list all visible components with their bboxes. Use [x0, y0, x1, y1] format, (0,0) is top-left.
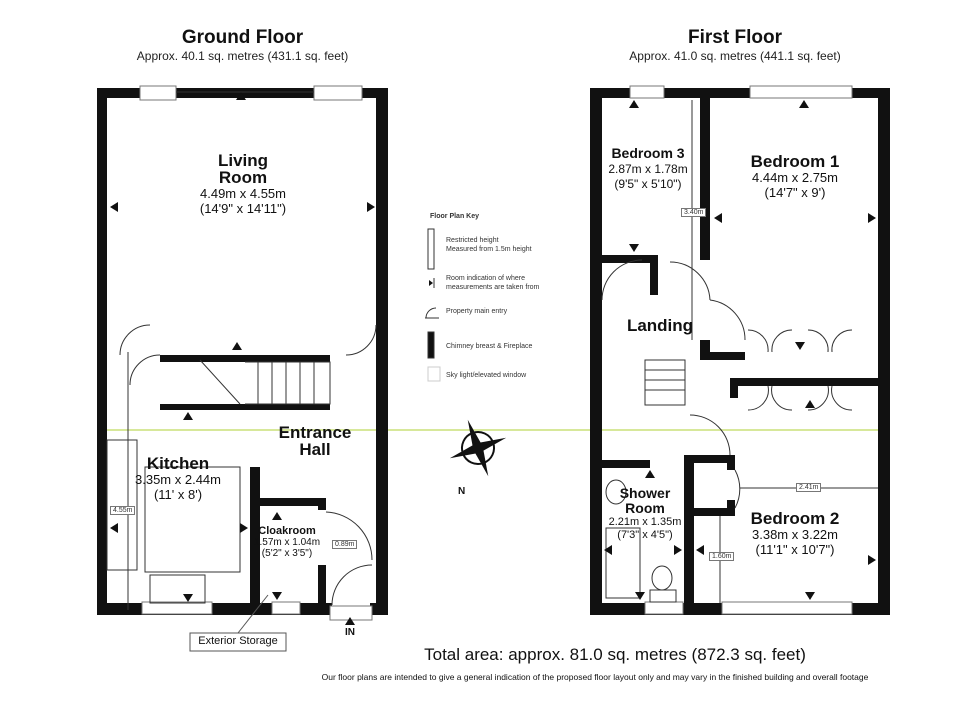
window [141, 601, 213, 615]
key-item-skylight: Sky light/elevated window [446, 372, 527, 379]
first-floor-title: First Floor [688, 27, 782, 48]
ground-floor-area: Approx. 40.1 sq. metres (431.1 sq. feet) [136, 49, 349, 63]
compass-north-label: N [458, 486, 466, 497]
bed2-width-tag: 2.41m [796, 483, 822, 492]
entry-door-frame [329, 605, 373, 621]
entry-label: IN [345, 627, 355, 638]
room-entrance-hall: Entrance Hall [278, 423, 352, 459]
room-kitchen: Kitchen 3.35m x 2.44m (11' x 8') [135, 454, 221, 502]
disclaimer: Our floor plans are intended to give a g… [321, 672, 869, 682]
room-living: Living Room 4.49m x 4.55m (14'9" x 14'11… [199, 151, 287, 216]
window [313, 85, 363, 101]
room-shower: Shower Room 2.21m x 1.35m (7'3" x 4'5") [608, 485, 682, 542]
window [271, 601, 301, 615]
skylight-icon [427, 366, 441, 382]
room-cloakroom: Cloakroom 1.57m x 1.04m (5'2" x 3'5") [253, 525, 321, 559]
key-item-entry: Property main entry [446, 308, 508, 315]
key-title: Floor Plan Key [430, 213, 480, 220]
bed3-height-tag: 3.40m [681, 208, 707, 217]
room-bedroom-1: Bedroom 1 4.44m x 2.75m (14'7" x 9') [750, 152, 840, 200]
kitchen-height-tag: 4.55m [110, 506, 136, 515]
measurement-arrows-first [604, 100, 876, 600]
room-bedroom-3: Bedroom 3 2.87m x 1.78m (9'5" x 5'10") [608, 145, 688, 191]
chimney-icon [427, 331, 435, 359]
key-item-restricted: Restricted height Measured from 1.5m hei… [446, 237, 532, 253]
bed2-height-tag: 1.60m [709, 552, 735, 561]
key-item-chimney: Chimney breast & Fireplace [446, 343, 533, 350]
room-bedroom-2: Bedroom 2 3.38m x 3.22m (11'1" x 10'7") [750, 509, 840, 557]
measurement-arrows [110, 92, 375, 625]
ground-floor-title: Ground Floor [181, 27, 304, 48]
restricted-height-icon [427, 228, 435, 270]
exterior-storage-label: Exterior Storage [198, 635, 278, 647]
window [139, 85, 177, 101]
cloak-height-tag: 0.89m [332, 540, 358, 549]
main-entry-icon [425, 307, 439, 319]
measurement-arrow-icon [429, 278, 435, 288]
key-item-measurement: Room indication of where measurements ar… [446, 275, 540, 291]
first-floor-area: Approx. 41.0 sq. metres (441.1 sq. feet) [629, 49, 841, 63]
compass-icon [449, 419, 507, 477]
total-area: Total area: approx. 81.0 sq. metres (872… [424, 645, 806, 664]
room-landing: Landing [626, 316, 694, 335]
